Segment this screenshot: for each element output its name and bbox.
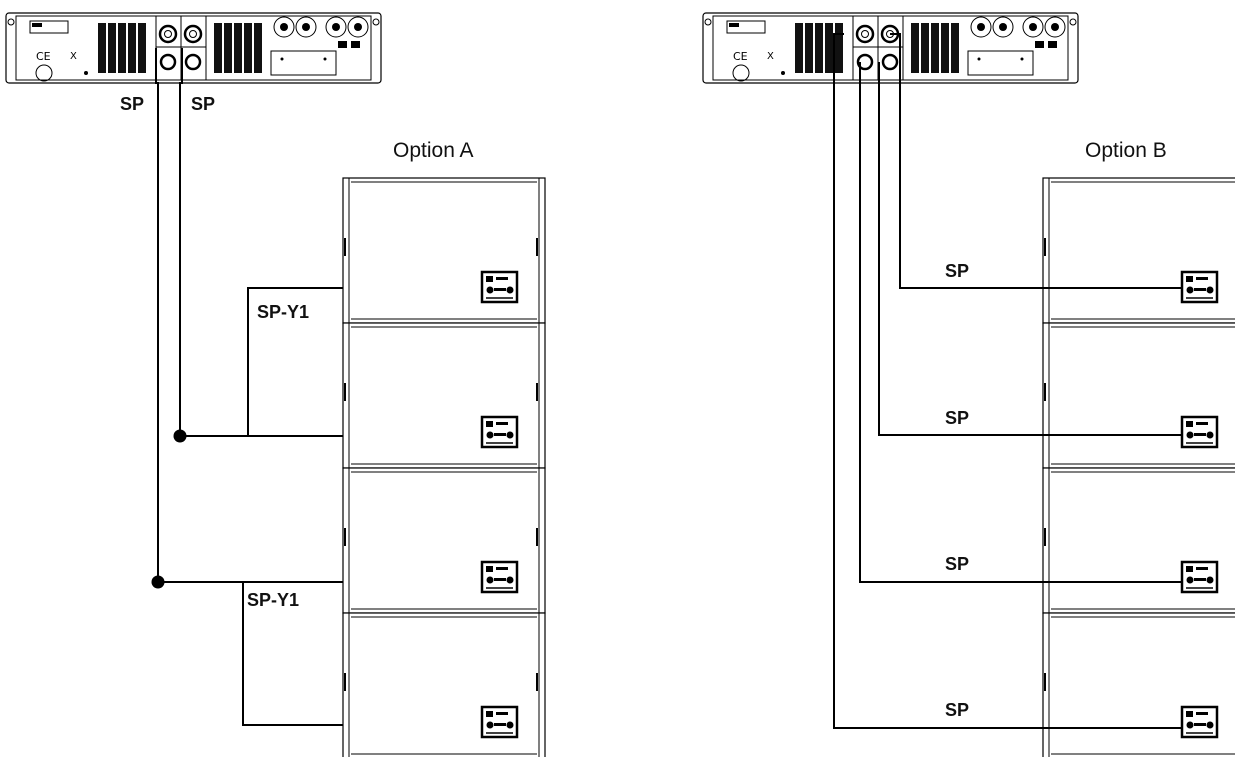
cabinet-a-1 xyxy=(341,176,547,325)
cabinet-a-3 xyxy=(341,466,547,615)
option-b-title: Option B xyxy=(1085,139,1167,162)
cables-b xyxy=(833,33,1183,729)
link-label-1: SP-Y1 xyxy=(257,302,309,322)
link-label-2: SP-Y1 xyxy=(247,590,299,610)
cabinet-b-4 xyxy=(1041,611,1235,757)
amp-output-label-1: SP xyxy=(120,94,144,114)
cabinet-b-1 xyxy=(1041,176,1235,325)
cabinet-a-4 xyxy=(341,611,547,757)
option-b-diagram: Option B SP SP SP SP xyxy=(701,11,1235,757)
cable-label-4: SP xyxy=(945,700,969,720)
cabinet-b-2 xyxy=(1041,321,1235,470)
amp-output-label-2: SP xyxy=(191,94,215,114)
cables-a xyxy=(151,48,343,726)
cable-label-3: SP xyxy=(945,554,969,574)
cabinet-stack-b xyxy=(1041,176,1235,757)
cable-label-1: SP xyxy=(945,261,969,281)
cable-label-2: SP xyxy=(945,408,969,428)
cabinet-b-3 xyxy=(1041,466,1235,615)
amplifier-a xyxy=(4,11,383,85)
cabinet-stack-a xyxy=(341,176,547,757)
option-a-title: Option A xyxy=(393,139,474,162)
amplifier-b xyxy=(701,11,1080,85)
option-a-diagram: SP SP Option A SP-Y1 SP-Y1 xyxy=(4,11,547,757)
cabinet-a-2 xyxy=(341,321,547,470)
